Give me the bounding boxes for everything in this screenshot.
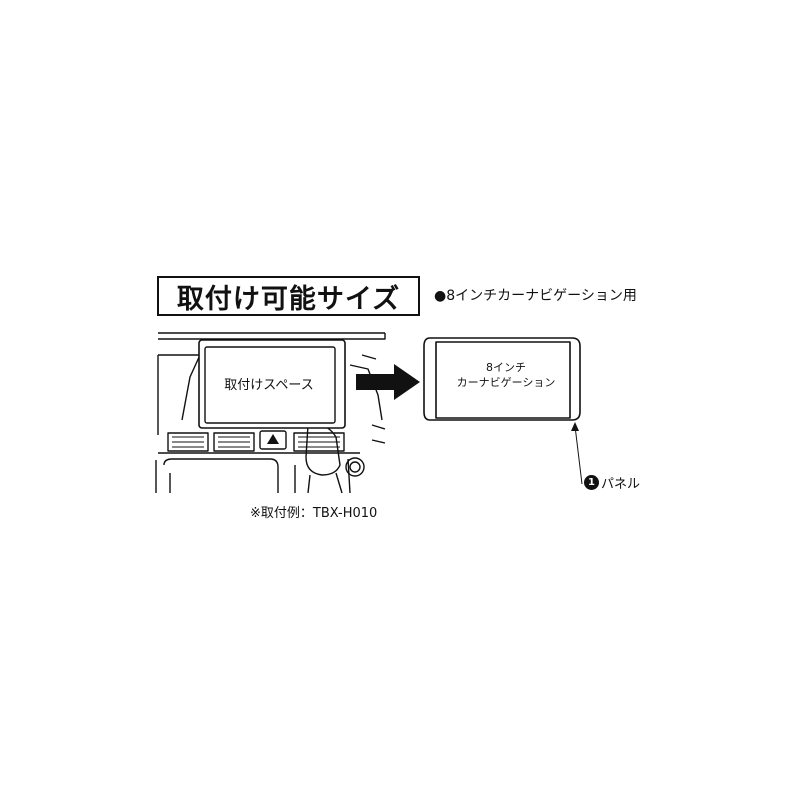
unit-label: 8インチ カーナビゲーション — [430, 360, 582, 390]
callout-number-badge: 1 — [584, 475, 599, 490]
panel-leader-line — [574, 425, 583, 485]
arrow-right-icon — [356, 364, 420, 400]
callout-label: パネル — [601, 477, 641, 492]
panel-callout: 1 パネル — [584, 473, 640, 492]
title-box: 取付け可能サイズ — [157, 276, 420, 316]
unit-label-line1: 8インチ — [486, 361, 526, 374]
usage-note: ●8インチカーナビゲーション用 — [434, 288, 637, 304]
install-example-note: ※取付例：TBX-H010 — [250, 506, 378, 521]
hazard-icon — [267, 434, 279, 444]
title-text: 取付け可能サイズ — [176, 283, 401, 315]
install-space-label: 取付けスペース — [224, 378, 314, 393]
unit-label-line2: カーナビゲーション — [456, 376, 556, 389]
dashboard-illustration — [155, 332, 386, 494]
panel-unit-illustration — [423, 337, 583, 485]
